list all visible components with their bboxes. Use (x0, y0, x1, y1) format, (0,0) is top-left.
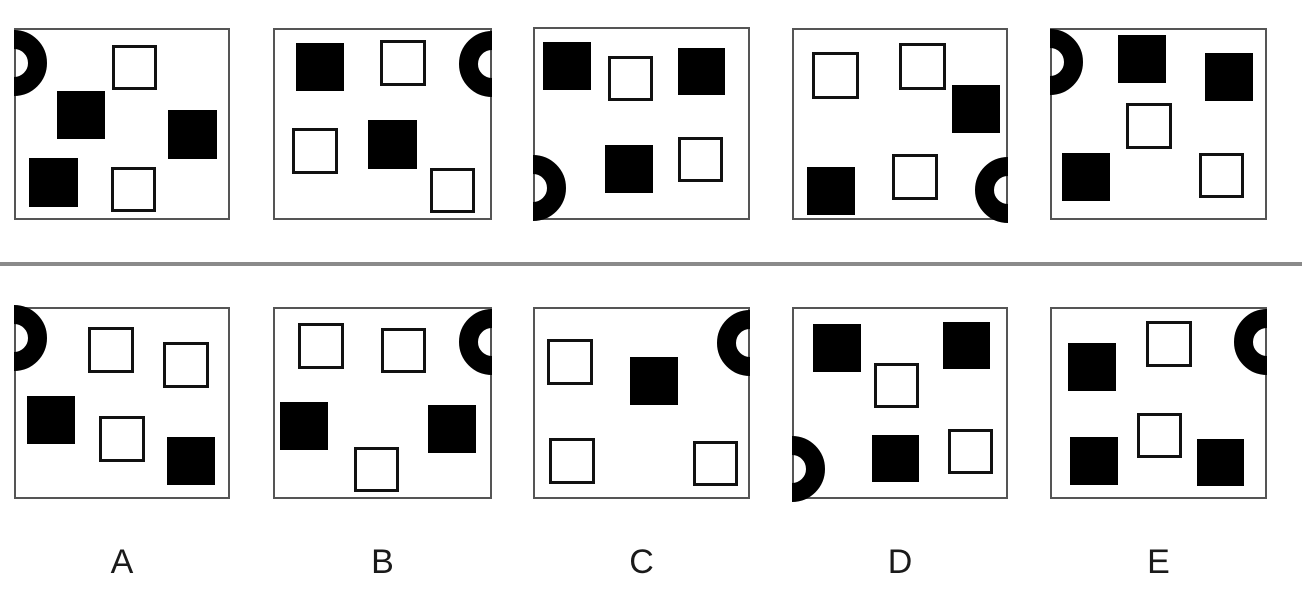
half-ring-arc (975, 157, 1008, 223)
filled-square (605, 145, 653, 193)
outline-square (380, 40, 426, 86)
outline-square (381, 328, 426, 373)
option-panel-option-e[interactable] (1050, 307, 1267, 499)
panel-top-4 (792, 28, 1008, 223)
filled-square (943, 322, 990, 369)
outline-square (163, 342, 209, 388)
outline-square (547, 339, 593, 385)
option-label-d: D (887, 543, 913, 581)
option-label-e: E (1147, 543, 1170, 581)
half-ring-arc (717, 310, 750, 376)
outline-square (1199, 153, 1244, 198)
panel-top-3 (533, 27, 750, 221)
half-ring (533, 155, 566, 221)
filled-square (1197, 439, 1244, 486)
filled-square (1205, 53, 1253, 101)
half-ring-arc (1050, 29, 1083, 95)
row-divider (0, 262, 1302, 266)
outline-square (292, 128, 338, 174)
option-label-b: B (371, 543, 394, 581)
filled-square (813, 324, 861, 372)
filled-square (630, 357, 678, 405)
outline-square (112, 45, 157, 90)
outline-square (678, 137, 723, 182)
outline-square (608, 56, 653, 101)
outline-square (111, 167, 156, 212)
filled-square (280, 402, 328, 450)
option-label-a: A (110, 543, 134, 581)
half-ring-arc (533, 155, 566, 221)
half-ring (459, 31, 492, 97)
filled-square (428, 405, 476, 453)
outline-square (693, 441, 738, 486)
option-panel-option-b[interactable] (273, 307, 492, 499)
filled-square (296, 43, 344, 91)
half-ring (1050, 29, 1083, 95)
filled-square (543, 42, 591, 90)
filled-square (57, 91, 105, 139)
half-ring-arc (14, 305, 47, 371)
filled-square (1118, 35, 1166, 83)
option-panel-option-a[interactable] (14, 305, 230, 499)
outline-square (1146, 321, 1192, 367)
half-ring (1234, 309, 1267, 375)
half-ring (975, 157, 1008, 223)
panel-top-5 (1050, 28, 1267, 220)
filled-square (952, 85, 1000, 133)
option-panel-option-c[interactable] (533, 307, 750, 499)
outline-square (874, 363, 919, 408)
filled-square (29, 158, 78, 207)
half-ring-arc (792, 436, 825, 502)
half-ring (14, 30, 47, 96)
option-label-c: C (629, 543, 654, 581)
filled-square (1062, 153, 1110, 201)
filled-square (807, 167, 855, 215)
filled-square (27, 396, 75, 444)
half-ring-arc (459, 31, 492, 97)
outline-square (812, 52, 859, 99)
half-ring (459, 309, 492, 375)
outline-square (948, 429, 993, 474)
half-ring-arc (459, 309, 492, 375)
outline-square (892, 154, 938, 200)
filled-square (872, 435, 919, 482)
outline-square (354, 447, 399, 492)
filled-square (1068, 343, 1116, 391)
outline-square (1137, 413, 1182, 458)
filled-square (368, 120, 417, 169)
filled-square (678, 48, 725, 95)
outline-square (1126, 103, 1172, 149)
outline-square (298, 323, 344, 369)
outline-square (549, 438, 595, 484)
half-ring-arc (14, 30, 47, 96)
option-panel-option-d[interactable] (792, 307, 1008, 502)
half-ring (14, 305, 47, 371)
outline-square (430, 168, 475, 213)
half-ring-arc (1234, 309, 1267, 375)
panel-top-2 (273, 28, 492, 220)
half-ring (717, 310, 750, 376)
filled-square (167, 437, 215, 485)
outline-square (99, 416, 145, 462)
filled-square (168, 110, 217, 159)
filled-square (1070, 437, 1118, 485)
half-ring (792, 436, 825, 502)
outline-square (88, 327, 134, 373)
outline-square (899, 43, 946, 90)
panel-top-1 (14, 28, 230, 220)
